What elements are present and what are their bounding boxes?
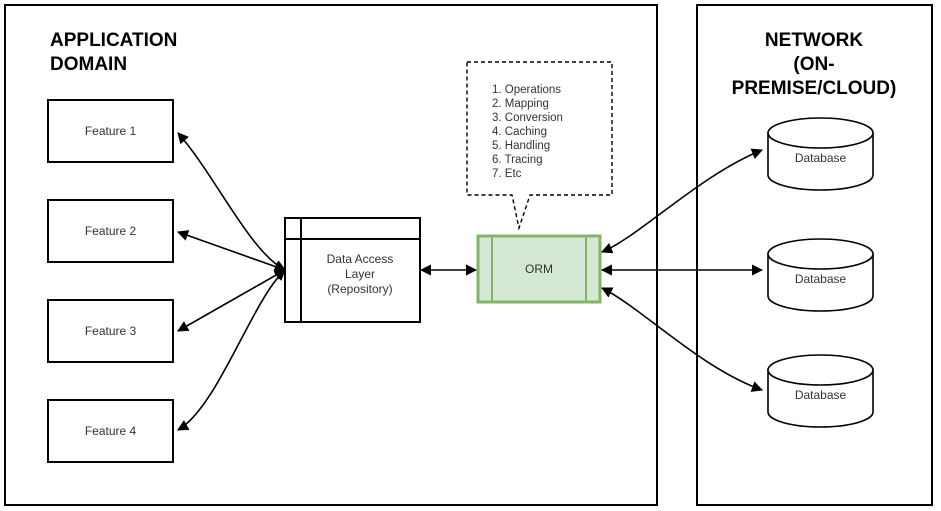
- feature-4[interactable]: Feature 4: [47, 399, 174, 463]
- callout-item-3: 3. Conversion: [492, 112, 563, 124]
- callout-item-6: 6. Tracing: [492, 154, 543, 166]
- feature-4-box[interactable]: [47, 399, 174, 463]
- callout-item-1: 1. Operations: [492, 84, 561, 96]
- callout-item-5: 5. Handling: [492, 140, 550, 152]
- data-access-layer-label-line-1: Data Access: [327, 252, 394, 266]
- feature-2-box[interactable]: [47, 199, 174, 263]
- orm-component[interactable]: ORM: [476, 234, 602, 304]
- database-3[interactable]: Database: [767, 354, 874, 428]
- feature-3-label: Feature 3: [85, 324, 137, 338]
- panel-application-domain-title-line-2: DOMAIN: [50, 54, 127, 75]
- panel-network-title-line-3: PREMISE/CLOUD): [732, 78, 897, 99]
- feature-3-box[interactable]: [47, 299, 174, 363]
- feature-2-label: Feature 2: [85, 224, 137, 238]
- panel-network-title-line-1: NETWORK: [765, 30, 863, 51]
- database-2[interactable]: Database: [767, 238, 874, 312]
- database-2-body[interactable]: [767, 253, 874, 312]
- feature-4-label: Feature 4: [85, 424, 137, 438]
- database-1-top: [767, 117, 874, 149]
- callout-bubble: [466, 61, 613, 231]
- orm-responsibilities-callout: 1. Operations 2. Mapping 3. Conversion 4…: [466, 61, 613, 231]
- data-access-layer-box[interactable]: [284, 217, 421, 323]
- database-3-label: Database: [795, 388, 847, 402]
- database-2-top: [767, 238, 874, 270]
- connector-orm-database-1: [600, 148, 764, 254]
- callout-item-4: 4. Caching: [492, 126, 547, 138]
- orm-box[interactable]: [476, 234, 602, 304]
- data-access-layer-label-line-3: (Repository): [327, 282, 392, 296]
- database-3-body[interactable]: [767, 369, 874, 428]
- feature-3[interactable]: Feature 3: [47, 299, 174, 363]
- database-1[interactable]: Database: [767, 117, 874, 191]
- database-3-top: [767, 354, 874, 386]
- callout-item-2: 2. Mapping: [492, 98, 549, 110]
- data-access-layer[interactable]: Data Access Layer (Repository): [284, 217, 421, 323]
- data-access-layer-label-line-2: Layer: [345, 267, 375, 281]
- connector-orm-database-3: [600, 287, 764, 392]
- database-1-label: Database: [795, 151, 847, 165]
- feature-2[interactable]: Feature 2: [47, 199, 174, 263]
- panel-application-domain-title-line-1: APPLICATION: [50, 30, 177, 51]
- feature-1[interactable]: Feature 1: [47, 99, 174, 163]
- connector-dal-feature-2: [176, 230, 287, 272]
- database-1-body[interactable]: [767, 132, 874, 191]
- database-2-label: Database: [795, 272, 847, 286]
- callout-item-7: 7. Etc: [492, 168, 522, 180]
- connector-dal-feature-4: [177, 269, 286, 431]
- panel-network-title-line-2: (ON-: [793, 54, 834, 75]
- connector-group: [176, 132, 764, 431]
- feature-1-label: Feature 1: [85, 124, 137, 138]
- feature-1-box[interactable]: [47, 99, 174, 163]
- orm-label: ORM: [525, 262, 553, 276]
